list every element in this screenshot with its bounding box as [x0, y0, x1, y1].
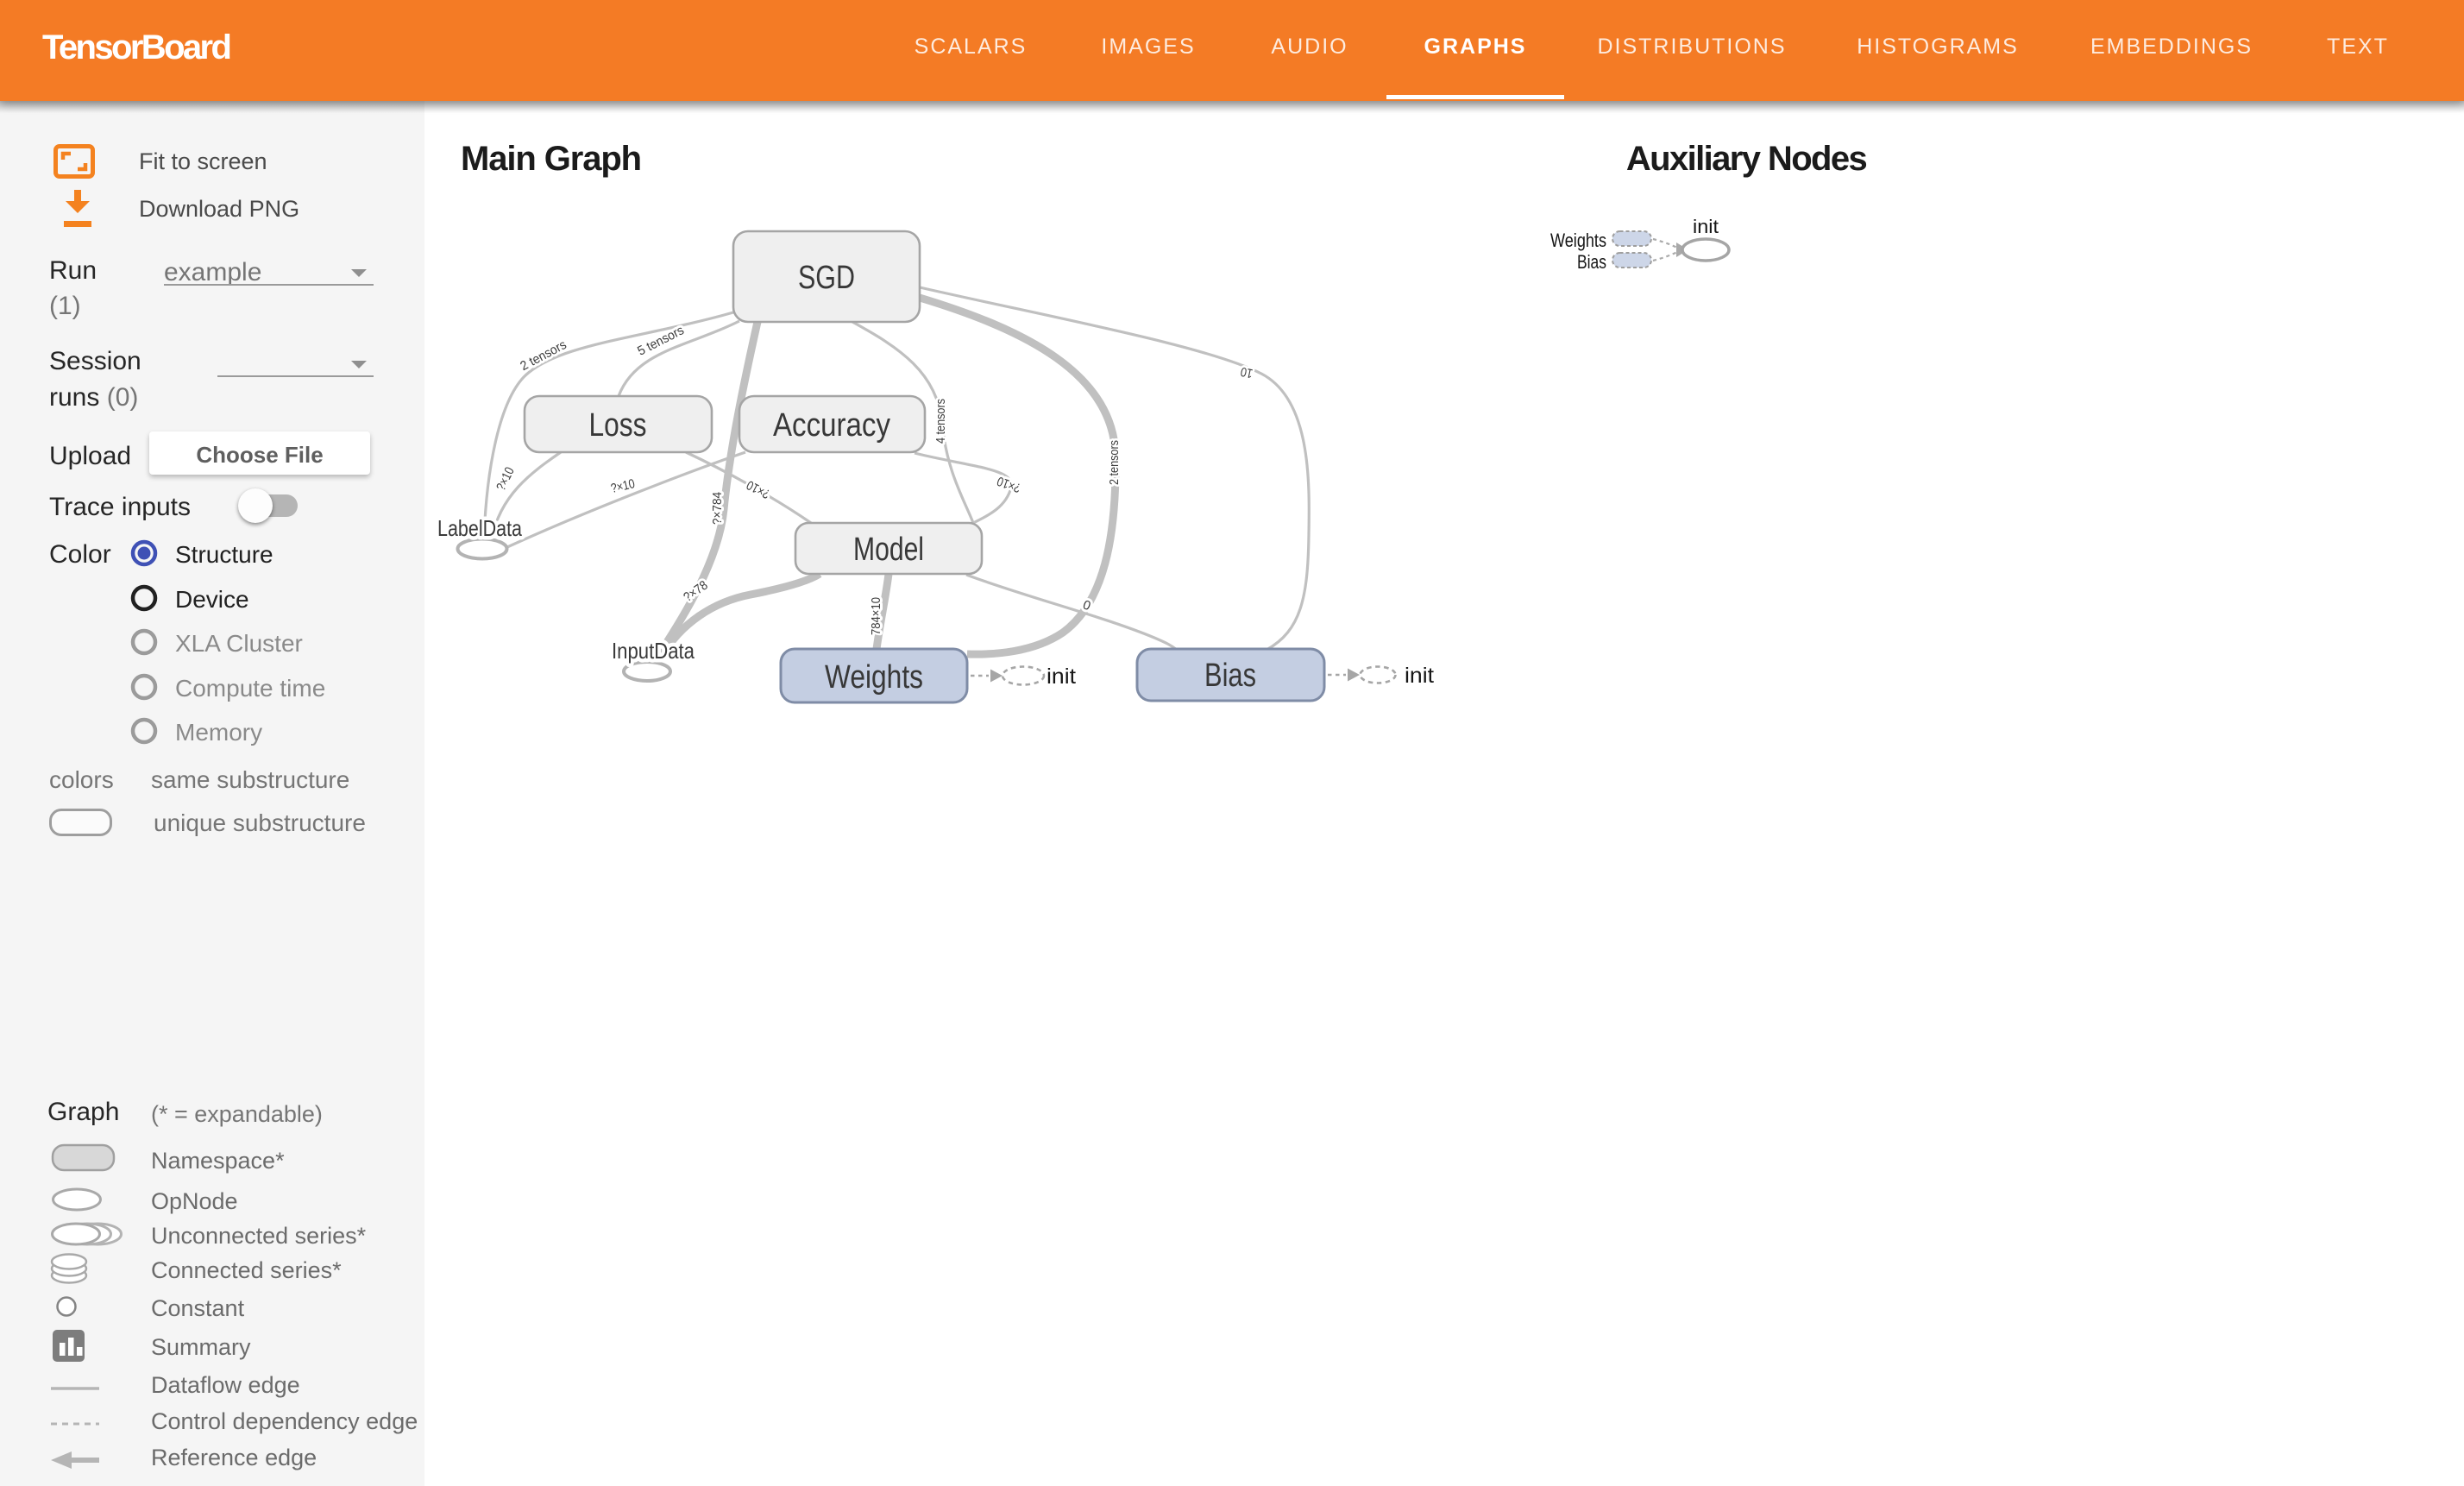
svg-text:?×10: ?×10 — [493, 465, 518, 494]
svg-text:2 tensors: 2 tensors — [1107, 440, 1122, 485]
svg-text:?×10: ?×10 — [745, 477, 773, 501]
svg-text:?×10: ?×10 — [995, 473, 1022, 495]
svg-text:Loss: Loss — [589, 407, 647, 444]
svg-text:Weights: Weights — [825, 659, 923, 696]
svg-text:784×10: 784×10 — [869, 597, 883, 635]
svg-text:init: init — [1693, 216, 1719, 237]
svg-text:init: init — [1047, 664, 1076, 689]
svg-text:4 tensors: 4 tensors — [933, 399, 948, 444]
svg-text:?×784: ?×784 — [710, 492, 725, 525]
svg-text:Model: Model — [853, 532, 924, 568]
svg-text:Accuracy: Accuracy — [773, 407, 890, 444]
svg-text:Bias: Bias — [1204, 658, 1256, 694]
svg-text:InputData: InputData — [612, 638, 695, 664]
svg-text:SGD: SGD — [798, 260, 855, 296]
svg-text:init: init — [1405, 664, 1434, 688]
svg-text:Bias: Bias — [1577, 251, 1606, 273]
svg-text:LabelData: LabelData — [437, 515, 522, 541]
svg-text:Weights: Weights — [1550, 230, 1606, 251]
